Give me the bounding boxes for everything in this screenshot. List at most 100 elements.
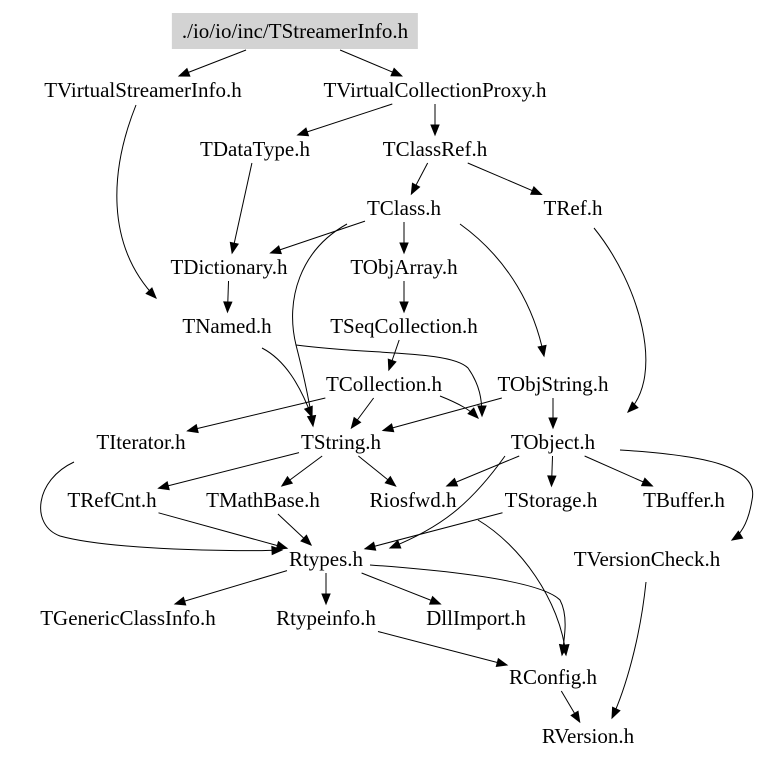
node-tref-h[interactable]: TRef.h xyxy=(543,196,603,220)
arrowhead xyxy=(388,539,402,549)
node-tdictionary-h[interactable]: TDictionary.h xyxy=(170,255,288,279)
node-rtypeinfo-h[interactable]: Rtypeinfo.h xyxy=(276,606,376,630)
node-tdatatype-h[interactable]: TDataType.h xyxy=(200,137,310,161)
edge-tobjarray-h-to-tseqcollection-h xyxy=(399,281,409,314)
edge-tref-h-to-tobject-h xyxy=(593,227,647,413)
node-tstorage-h[interactable]: TStorage.h xyxy=(504,488,598,512)
edge-tseqcollection-h-to-tcollection-h xyxy=(387,339,400,372)
edge-tclassref-h-to-tref-h xyxy=(467,162,543,196)
edge-tseqcollection-h-to-tobject-h xyxy=(295,344,487,418)
arrowhead xyxy=(223,301,233,314)
arrowhead xyxy=(229,241,239,255)
edge-tclass-h-to-tdictionary-h xyxy=(269,220,366,255)
edge-tstring-h-to-trefcnt-h xyxy=(157,452,300,491)
edge-tclass-h-to-tobjarray-h xyxy=(399,222,409,255)
node-tmathbase-h[interactable]: TMathBase.h xyxy=(206,488,320,512)
node-tnamed-h[interactable]: TNamed.h xyxy=(182,314,272,338)
edge-tdictionary-h-to-tnamed-h xyxy=(223,280,233,314)
edge-tobjstring-h-to-tstring-h xyxy=(381,397,502,433)
edge-rtypes-h-to-rconfig-h xyxy=(369,564,569,657)
edge-tvirtualstreamerinfo-h-to-tnamed-h xyxy=(116,104,157,299)
arrowhead xyxy=(157,481,170,491)
edge-rtypes-h-to-tgenericclassinfo-h xyxy=(173,570,288,606)
arrowhead xyxy=(430,124,440,137)
edge-rtypes-h-to-rtypeinfo-h xyxy=(321,573,331,606)
edge-tcollection-h-to-tstring-h xyxy=(350,397,375,430)
node-tstring-h[interactable]: TString.h xyxy=(301,430,381,454)
edge-tstring-h-to-riosfwd-h xyxy=(358,455,397,487)
arrowhead xyxy=(363,541,377,551)
edge-tcollection-h-to-titerator-h xyxy=(186,397,326,434)
node-tvirtualstreamerinfo-h[interactable]: TVirtualStreamerInfo.h xyxy=(44,78,242,102)
edge-tobjstring-h-to-tobject-h xyxy=(548,398,558,430)
node-tclass-h[interactable]: TClass.h xyxy=(366,196,442,220)
node-rtypes-h[interactable]: Rtypes.h xyxy=(288,547,364,571)
edge-tvirtualcollectionproxy-h-to-tclassref-h xyxy=(430,104,440,137)
arrowhead xyxy=(350,416,362,430)
edge-tvirtualcollectionproxy-h-to-tdatatype-h xyxy=(296,103,393,137)
edge-rtypes-h-to-dllimport-h xyxy=(361,572,442,605)
edge-tobject-h-to-tversioncheck-h xyxy=(619,449,754,541)
arrowhead xyxy=(547,475,557,488)
node-tvirtualcollectionproxy-h[interactable]: TVirtualCollectionProxy.h xyxy=(323,78,547,102)
node-io-io-inc-tstreamerinfo-h[interactable]: ./io/io/inc/TStreamerInfo.h xyxy=(171,13,419,49)
arrowhead xyxy=(428,595,442,605)
node-tversioncheck-h[interactable]: TVersionCheck.h xyxy=(573,547,721,571)
arrowhead xyxy=(387,358,397,372)
arrowhead xyxy=(177,67,191,77)
edge-tdatatype-h-to-tdictionary-h xyxy=(229,162,253,255)
edge-rtypeinfo-h-to-rconfig-h xyxy=(377,631,509,667)
edge-tstorage-h-to-rtypes-h xyxy=(363,512,503,551)
node-tobject-h[interactable]: TObject.h xyxy=(510,430,596,454)
edge-tcollection-h-to-tobject-h xyxy=(439,395,479,419)
edge-tnamed-h-to-tstring-h xyxy=(261,347,313,419)
node-tseqcollection-h[interactable]: TSeqCollection.h xyxy=(330,314,478,338)
edge-tstring-h-to-tmathbase-h xyxy=(280,455,323,487)
node-rversion-h[interactable]: RVersion.h xyxy=(541,724,635,748)
arrowhead xyxy=(296,127,310,137)
edge-rconfig-h-to-rversion-h xyxy=(560,690,581,724)
arrowhead xyxy=(627,401,639,413)
node-tobjarray-h[interactable]: TObjArray.h xyxy=(350,255,458,279)
node-titerator-h[interactable]: TIterator.h xyxy=(96,430,186,454)
node-tobjstring-h[interactable]: TObjString.h xyxy=(497,372,609,396)
node-tcollection-h[interactable]: TCollection.h xyxy=(325,372,443,396)
node-tgenericclassinfo-h[interactable]: TGenericClassInfo.h xyxy=(40,606,216,630)
arrowhead xyxy=(173,596,187,606)
arrowhead xyxy=(445,477,459,487)
edge-tmathbase-h-to-rtypes-h xyxy=(277,513,313,546)
arrowhead xyxy=(275,540,289,551)
arrowhead xyxy=(537,344,547,358)
edge-io-io-inc-tstreamerinfo-h-to-tvirtualcollectionproxy-h xyxy=(339,49,404,77)
arrowhead xyxy=(640,477,654,487)
node-tclassref-h[interactable]: TClassRef.h xyxy=(382,137,488,161)
arrowhead xyxy=(399,301,409,314)
arrowhead xyxy=(529,186,543,196)
edge-tclassref-h-to-tclass-h xyxy=(410,162,429,196)
edge-tversioncheck-h-to-rversion-h xyxy=(611,581,647,720)
edge-tobject-h-to-tstorage-h xyxy=(547,455,557,488)
edge-tstorage-h-to-rconfig-h xyxy=(477,519,570,657)
edge-tobject-h-to-tbuffer-h xyxy=(584,455,654,487)
arrowhead xyxy=(300,534,313,546)
node-dllimport-h[interactable]: DllImport.h xyxy=(426,606,526,630)
arrowhead xyxy=(467,407,479,419)
node-trefcnt-h[interactable]: TRefCnt.h xyxy=(67,488,157,512)
node-riosfwd-h[interactable]: Riosfwd.h xyxy=(369,488,457,512)
arrowhead xyxy=(611,706,621,720)
edge-io-io-inc-tstreamerinfo-h-to-tvirtualstreamerinfo-h xyxy=(177,49,247,77)
arrowhead xyxy=(477,405,487,418)
arrowhead xyxy=(321,593,331,606)
node-tbuffer-h[interactable]: TBuffer.h xyxy=(643,488,725,512)
arrowhead xyxy=(269,245,282,255)
arrowhead xyxy=(730,530,744,541)
arrowhead xyxy=(280,475,294,487)
arrowhead xyxy=(548,417,558,430)
arrowhead xyxy=(186,423,199,434)
arrowhead xyxy=(558,643,569,657)
node-rconfig-h[interactable]: RConfig.h xyxy=(508,665,598,689)
arrowhead xyxy=(384,475,397,487)
arrowhead xyxy=(495,657,509,667)
